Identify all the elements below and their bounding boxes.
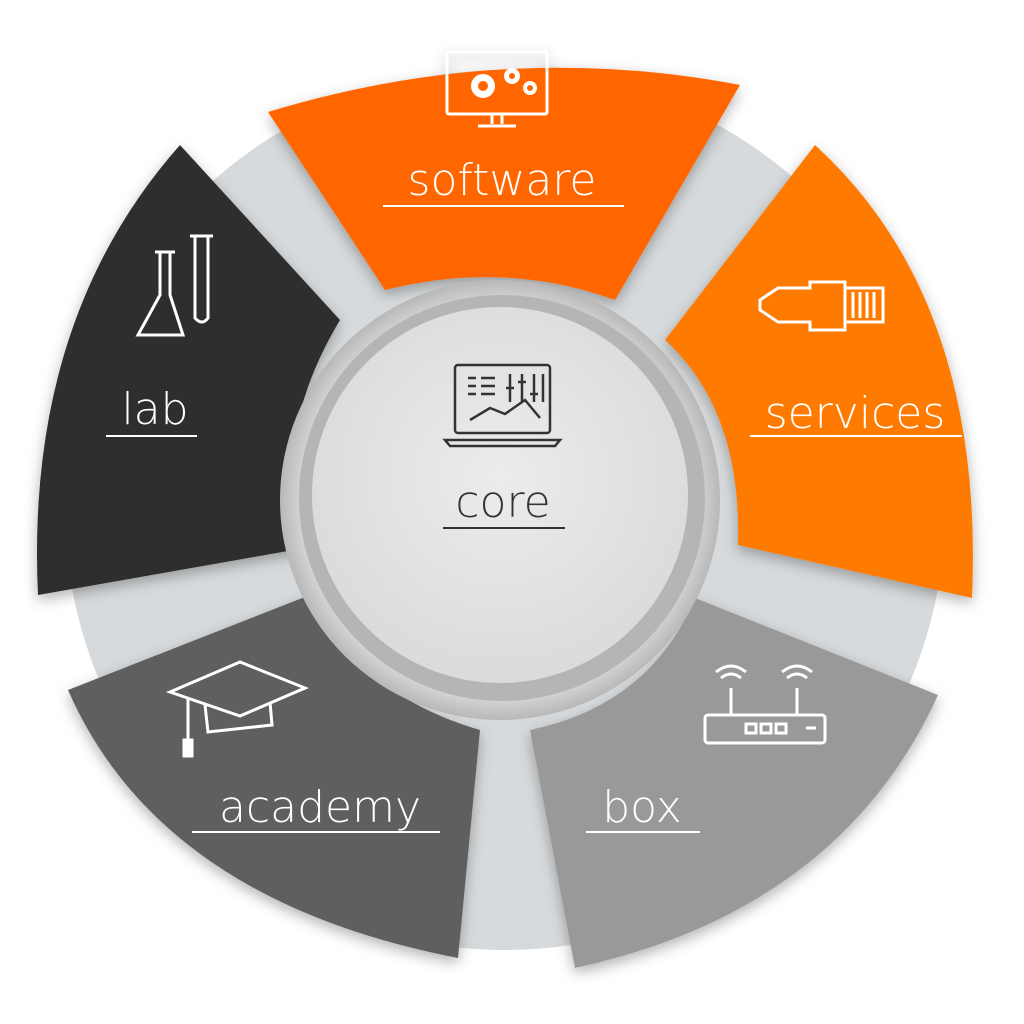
segment-box[interactable]: box xyxy=(530,598,938,968)
segment-box-shape xyxy=(530,598,938,968)
segment-software-label: software xyxy=(408,155,597,206)
graduation-cap-icon xyxy=(165,660,309,758)
segment-software-shape xyxy=(268,67,740,300)
core-label: core xyxy=(455,477,550,528)
segment-software[interactable]: software xyxy=(268,50,740,300)
segment-services[interactable]: services xyxy=(665,145,973,598)
segment-box-label: box xyxy=(602,782,682,833)
router-icon xyxy=(703,664,827,745)
segment-services-shape xyxy=(665,145,973,598)
monitor-gears-icon xyxy=(445,50,549,128)
ethernet-plug-icon xyxy=(758,280,885,332)
segment-lab-label: lab xyxy=(121,384,188,435)
laptop-dashboard-icon xyxy=(442,363,563,448)
segment-academy-label: academy xyxy=(219,782,421,833)
segment-lab[interactable]: lab xyxy=(36,145,340,595)
segment-lab-shape xyxy=(36,145,340,595)
segment-services-label: services xyxy=(765,388,946,439)
segment-academy-shape xyxy=(68,595,480,958)
lab-flask-icon xyxy=(135,234,213,337)
core-circle[interactable] xyxy=(312,307,688,683)
segment-academy[interactable]: academy xyxy=(68,595,480,958)
